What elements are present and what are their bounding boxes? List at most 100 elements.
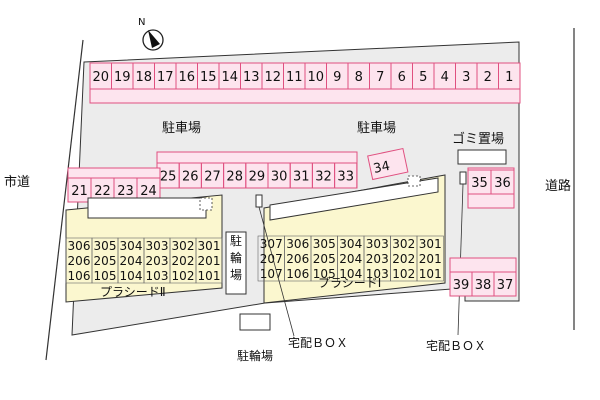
parking-space-cell [334, 162, 358, 189]
building-2-unit-101: 101 [198, 269, 221, 283]
parking-space-29: 29 [249, 170, 266, 185]
building-1-unit-102: 102 [392, 267, 415, 281]
parking-space-31: 31 [293, 170, 310, 185]
building-2-unit-304: 304 [120, 239, 143, 253]
parking-space-17: 17 [157, 70, 174, 85]
parking-space-36: 36 [494, 176, 511, 191]
building-1-unit-304: 304 [339, 237, 362, 251]
garbage-label: ゴミ置場 [452, 131, 504, 147]
building-1-unit-103: 103 [366, 267, 389, 281]
bike-parking-vertical-label: 駐輪場 [230, 233, 242, 282]
building-1-unit-206: 206 [286, 252, 309, 266]
bike-label-char: 場 [230, 268, 242, 282]
building-2-unit-104: 104 [120, 269, 143, 283]
parking-space-7: 7 [376, 70, 384, 85]
building-1-unit-202: 202 [392, 252, 415, 266]
building-1-unit-305: 305 [313, 237, 336, 251]
building-2-unit-203: 203 [146, 254, 169, 268]
building-1-unit-306: 306 [286, 237, 309, 251]
parking-space-24: 24 [140, 184, 157, 199]
building-2-unit-204: 204 [120, 254, 143, 268]
building-1-name: プラシードⅠ [318, 276, 381, 290]
building-2-unit-305: 305 [94, 239, 117, 253]
garbage-area [457, 149, 507, 165]
parking-label-1: 駐車場 [162, 121, 201, 136]
building-2-unit-202: 202 [172, 254, 195, 268]
building-1-unit-203: 203 [366, 252, 389, 266]
parking-label-2: 駐車場 [357, 121, 396, 136]
bike-label-char: 駐 [230, 233, 242, 248]
building-2-unit-301: 301 [198, 239, 221, 253]
building-2-unit-206: 206 [68, 254, 91, 268]
building-2-unit-102: 102 [172, 269, 195, 283]
city-road-line [45, 39, 84, 361]
building-1-unit-101: 101 [419, 267, 442, 281]
delivery-box-marker-2 [255, 194, 263, 208]
parking-space-22: 22 [94, 184, 111, 199]
delivery-box-leader-2 [258, 206, 295, 337]
building-1-unit-207: 207 [260, 252, 283, 266]
parking-space-6: 6 [398, 70, 406, 85]
building-1-unit-cell [416, 235, 444, 282]
parking-space-20: 20 [92, 70, 109, 85]
building-2-unit-303: 303 [146, 239, 169, 253]
building-2-unit-105: 105 [94, 269, 117, 283]
parking-space-35: 35 [471, 176, 488, 191]
parking-space-30: 30 [271, 170, 288, 185]
parking-space-1: 1 [505, 70, 513, 85]
bike-label-char: 輪 [230, 250, 242, 265]
building-1-unit-302: 302 [392, 237, 415, 251]
parking-space-38: 38 [475, 278, 492, 293]
parking-space-39: 39 [453, 278, 470, 293]
building-2-unit-103: 103 [146, 269, 169, 283]
parking-space-13: 13 [243, 70, 260, 85]
building-1-unit-201: 201 [419, 252, 442, 266]
building-1-unit-204: 204 [339, 252, 362, 266]
svg-text:34: 34 [372, 159, 391, 177]
bike-parking-bottom [239, 313, 271, 331]
parking-space-4: 4 [441, 70, 449, 85]
delivery-box-label-2: 宅配ＢＯＸ [426, 338, 486, 353]
building-1-unit-307: 307 [260, 237, 283, 251]
building-1-unit-106: 106 [286, 267, 309, 281]
parking-space-32: 32 [315, 170, 332, 185]
parking-space-23: 23 [117, 184, 134, 199]
bike-parking-vertical [225, 231, 247, 295]
parking-space-9: 9 [333, 70, 341, 85]
parking-space-10: 10 [307, 70, 324, 85]
parking-space-34: 34 [367, 147, 409, 181]
building-2-unit-201: 201 [198, 254, 221, 268]
parking-space-28: 28 [226, 170, 243, 185]
parking-space-8: 8 [355, 70, 363, 85]
bike-parking-bottom-label: 駐輪場 [237, 348, 273, 363]
svg-text:N: N [138, 17, 145, 28]
parking-space-14: 14 [221, 70, 238, 85]
building-1-unit-105: 105 [313, 267, 336, 281]
building-2-name: プラシードⅡ [100, 285, 166, 299]
north-arrow-icon: N [138, 17, 164, 51]
delivery-box-label-1: 宅配ＢＯＸ [288, 335, 348, 350]
building-1-unit-205: 205 [313, 252, 336, 266]
right-road-label: 道路 [545, 178, 571, 194]
building-1-unit-301: 301 [419, 237, 442, 251]
city-road-label: 市道 [4, 174, 30, 190]
building-2-unit-302: 302 [172, 239, 195, 253]
parking-space-12: 12 [264, 70, 281, 85]
parking-space-37: 37 [497, 278, 514, 293]
parking-right-lower: 39 38 37 [449, 257, 517, 297]
parking-space-15: 15 [200, 70, 217, 85]
parking-space-25: 25 [160, 170, 177, 185]
parking-space-19: 19 [114, 70, 131, 85]
building-1-unit-303: 303 [366, 237, 389, 251]
building-1-unit-107: 107 [260, 267, 283, 281]
parking-right-upper: 35 36 [467, 167, 515, 209]
parking-space-cell [493, 271, 517, 297]
parking-space-cell [490, 169, 515, 195]
building-1-unit-104: 104 [339, 267, 362, 281]
delivery-box-marker [459, 171, 467, 185]
building-2-unit-205: 205 [94, 254, 117, 268]
